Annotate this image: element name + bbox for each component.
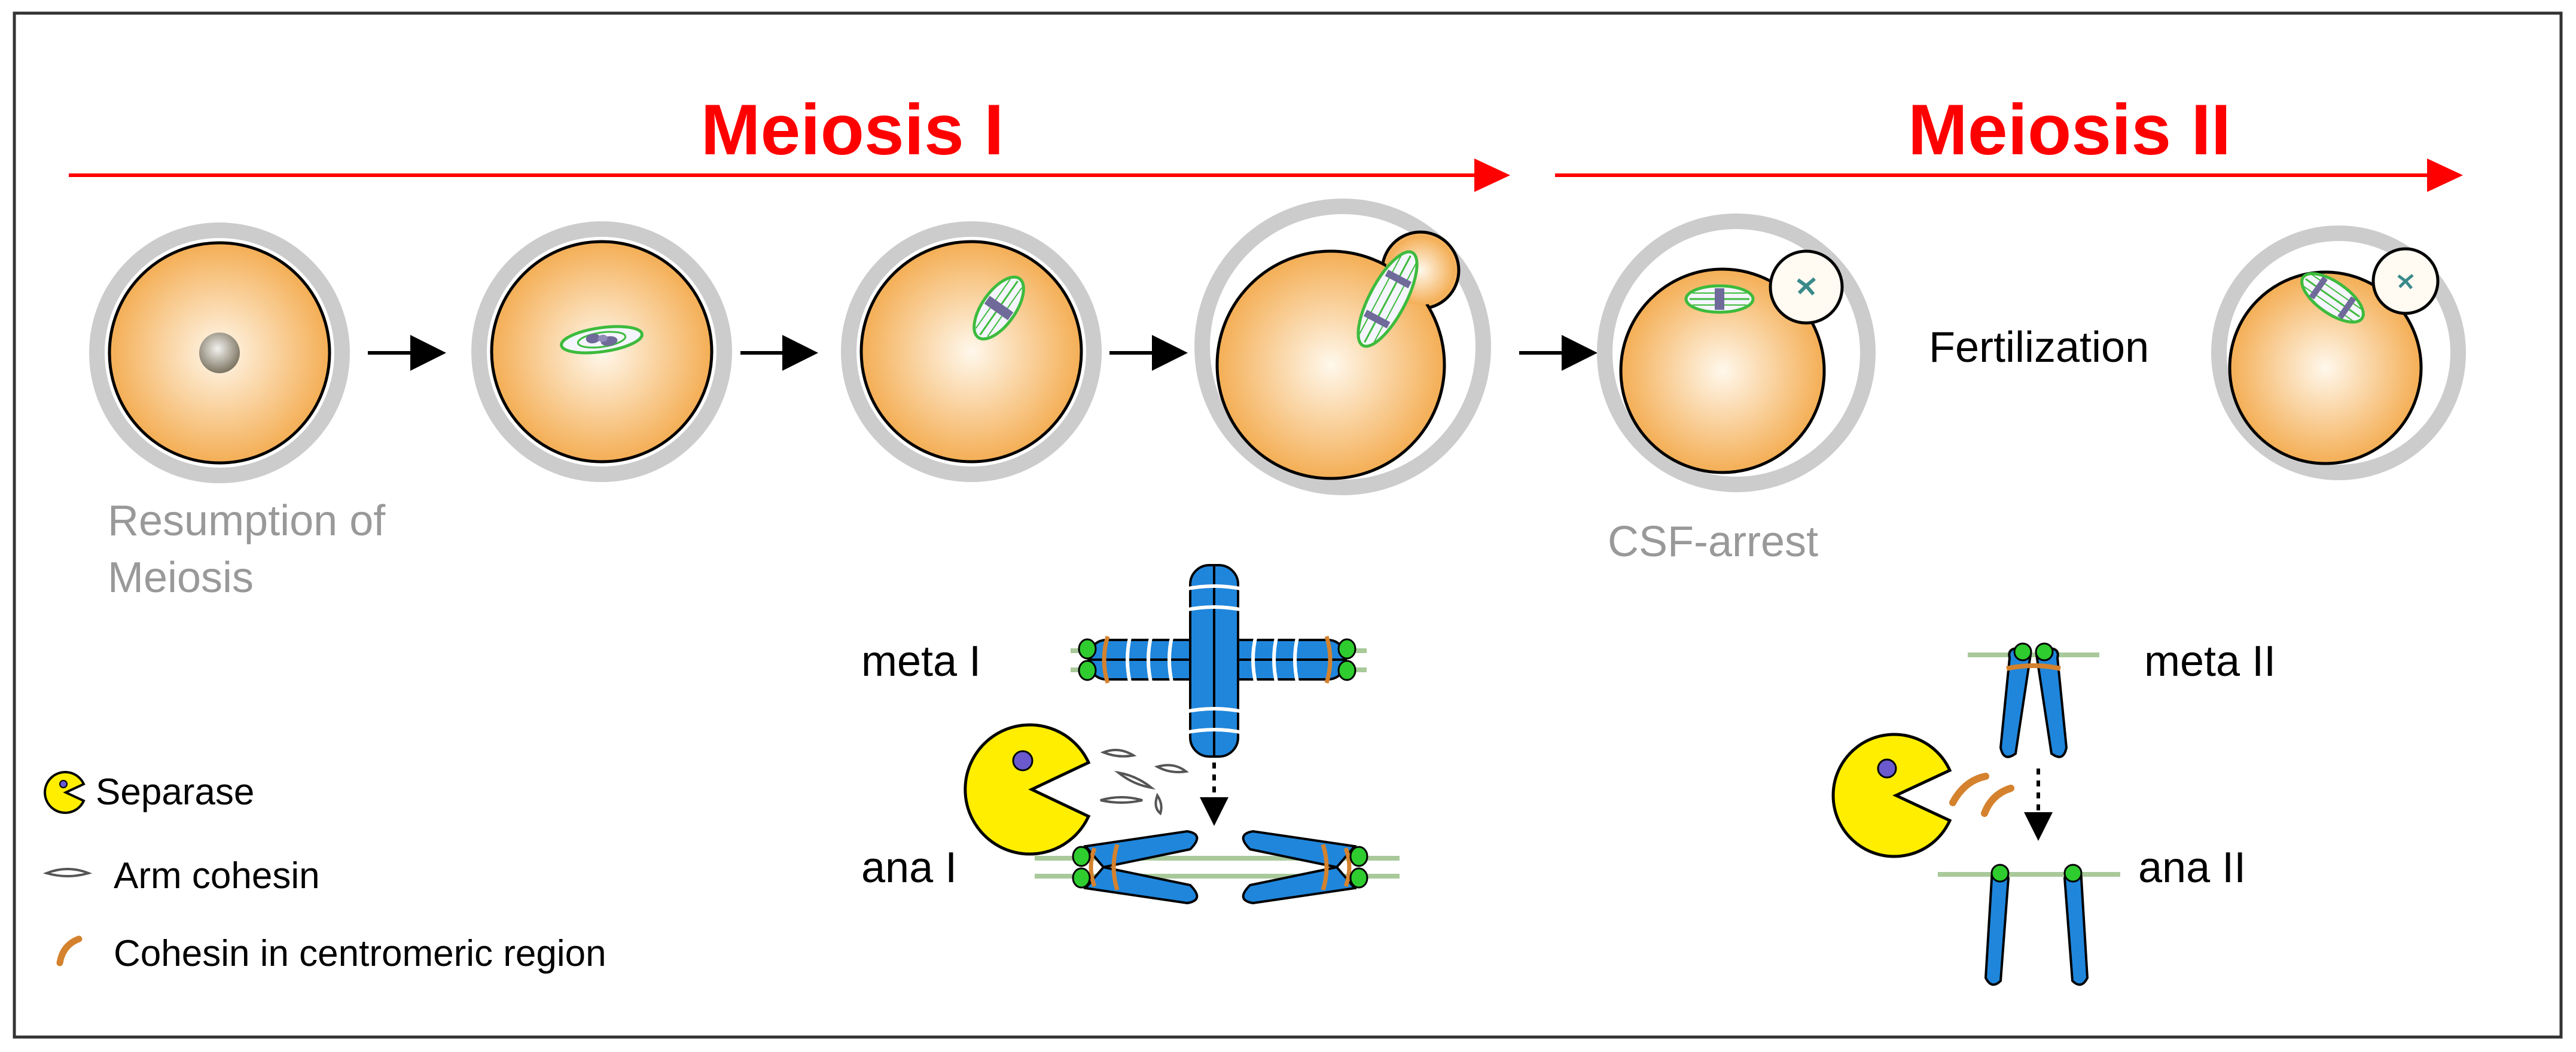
- spindle-icon: [1356, 250, 1419, 348]
- oocyte-fertilized: [2211, 225, 2466, 480]
- legend-separase-label: Separase: [96, 772, 254, 813]
- legend-centromeric-cohesin-label: Cohesin in centromeric region: [114, 933, 606, 974]
- cleaved-centromeric-cohesin: [1949, 773, 2014, 817]
- oocyte-anaphase-1: [1194, 199, 1491, 495]
- label-ana-2: ana II: [2138, 844, 2246, 892]
- oocyte-prometaphase-1: [471, 221, 732, 482]
- chromosome-metaphase-2: [1968, 642, 2099, 758]
- phase-title-meiosis-2: Meiosis II: [1908, 90, 2231, 170]
- separase-icon: [964, 723, 1091, 856]
- polar-body-chromosome: [1797, 277, 1816, 295]
- bivalent-metaphase-1: [1071, 564, 1367, 758]
- label-meta-1: meta I: [861, 638, 981, 685]
- oocyte-metaphase-1: [841, 221, 1102, 482]
- label-resumption-line2: Meiosis: [108, 554, 254, 602]
- spindle-icon: [1684, 284, 1755, 314]
- spindle-icon: [973, 275, 1025, 341]
- spindle-icon: [560, 325, 644, 355]
- legend-centromeric-cohesin-icon: [56, 935, 83, 966]
- phase-title-meiosis-1: Meiosis I: [701, 90, 1004, 170]
- separase-icon: [1831, 733, 1952, 858]
- label-resumption-line1: Resumption of: [108, 497, 386, 545]
- label-ana-1: ana I: [861, 844, 957, 892]
- oocyte-gv: [89, 222, 350, 483]
- chromatids-anaphase-2: [1938, 864, 2120, 986]
- polar-body-chromosome: [2397, 274, 2414, 289]
- figure-frame: [13, 11, 2563, 1039]
- chromosomes-anaphase-1: [1035, 830, 1400, 905]
- germinal-vesicle: [199, 333, 240, 373]
- cleaved-arm-cohesin: [1100, 749, 1189, 816]
- legend: Separase Arm cohesin Cohesin in centrome…: [42, 771, 606, 974]
- phase-arrow-meiosis-2: [1555, 158, 2463, 192]
- label-meta-2: meta II: [2144, 638, 2276, 685]
- phase-arrow-meiosis-1: [69, 158, 1510, 192]
- spindle-icon: [2300, 272, 2365, 324]
- legend-separase-icon: [44, 771, 86, 814]
- oocyte-metaphase-2: [1597, 214, 1876, 492]
- label-csf-arrest: CSF-arrest: [1608, 518, 1818, 566]
- legend-arm-cohesin-icon: [42, 868, 93, 877]
- legend-arm-cohesin-label: Arm cohesin: [114, 855, 320, 897]
- label-fertilization: Fertilization: [1929, 324, 2149, 371]
